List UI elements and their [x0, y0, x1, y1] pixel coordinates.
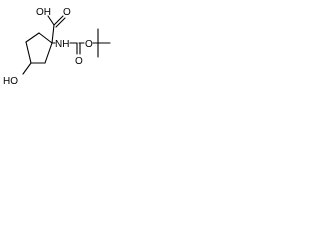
carbonyl-o-label: O [63, 7, 71, 18]
carboxyl-oh-bond [47, 15, 55, 26]
nh-label: NH [55, 39, 69, 50]
carboxyl-c-bond [51, 24, 55, 44]
carbamate-o-label: O [75, 56, 83, 67]
ring-bond [25, 41, 32, 64]
carboxyl-oh-label: OH [36, 7, 51, 18]
hydroxyl-bond [22, 62, 32, 75]
ring-bond [25, 32, 40, 43]
carbonyl-double-bond-b [55, 17, 66, 28]
carbonyl-double-bond-a [53, 15, 64, 26]
ring-bond [44, 42, 53, 64]
hydroxyl-label: HO [3, 76, 18, 87]
ring-bond [38, 32, 53, 44]
ester-o-label: O [85, 39, 93, 50]
cyclopentane-ring [25, 32, 53, 64]
chemical-structure: HO OH O NH O O [3, 7, 111, 87]
